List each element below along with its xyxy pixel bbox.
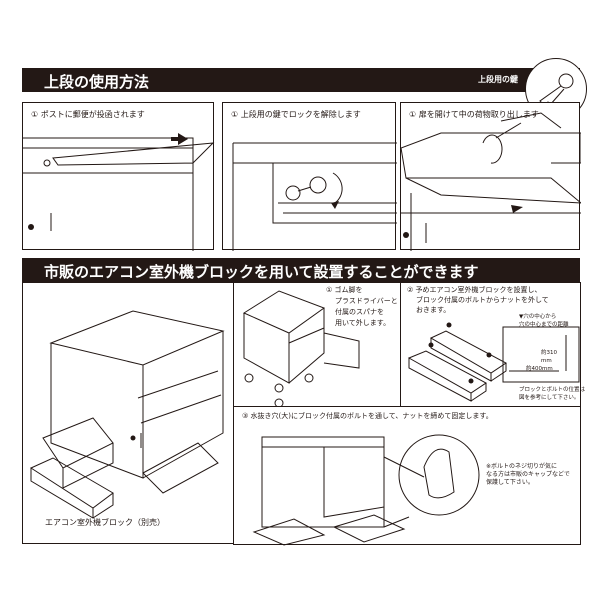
step-panel-1: ① ポストに郵便が投函されます [22, 102, 215, 251]
text-line: なる方は市販のキャップなどで [486, 471, 570, 478]
text-line: 図を参考にして下さい。 [519, 395, 580, 401]
text-line: ※ボルトのネジ切りが気に [486, 463, 558, 470]
step-text: ① 扉を開けて中の荷物取り出します [409, 110, 539, 119]
step-panel-3: ① 扉を開けて中の荷物取り出します [400, 102, 581, 251]
step3-panel: ③ 水抜き穴(大)にブロック付属のボルトを通して、ナットを締めて固定します。 ※… [233, 406, 581, 546]
step-text: ① ポストに郵便が投函されます [31, 110, 145, 119]
section-title: 市販のエアコン室外機ブロックを用いて設置することができます [44, 263, 479, 281]
step2-text: ② 予めエアコン室外機ブロックを設置し、 ブロック付属のボルトからナットを外して… [407, 285, 549, 315]
dim-height: 約310 mm [541, 350, 557, 364]
mailbox-on-blocks-illustration [29, 310, 225, 519]
step2-panel: ② 予めエアコン室外機ブロックを設置し、 ブロック付属のボルトからナットを外して… [400, 282, 585, 407]
distance-note: ▼穴の中心から 穴の中心までの距離 [519, 313, 569, 329]
step-panel-2: ① 上段用の鍵でロックを解除します [222, 102, 397, 251]
text-line: ▼穴の中心から [519, 314, 557, 320]
text-line: ① ゴム脚を [326, 286, 363, 294]
fix-bolts-illustration [252, 434, 480, 546]
text-line: ブロック付属のボルトからナットを外して [416, 296, 549, 304]
step1-text: ① ゴム脚を プラスドライバーと 付属のスパナを 用いて外します。 [326, 285, 398, 329]
step1-panel: ① ゴム脚を プラスドライバーと 付属のスパナを 用いて外します。 [233, 282, 401, 408]
key-label: 上段用の鍵 [478, 75, 518, 84]
section-header-usage: 上段の使用方法 [22, 68, 580, 92]
blocks-illustration [407, 322, 580, 402]
remove-rubber-feet-illustration [242, 290, 360, 408]
step3-text: ③ 水抜き穴(大)にブロック付属のボルトを通して、ナットを締めて固定します。 [242, 412, 493, 420]
dim-width: 約400mm [526, 366, 553, 372]
text-line: 用いて外します。 [335, 319, 391, 327]
section-title: 上段の使用方法 [44, 73, 150, 91]
installation-panel: エアコン室外機ブロック（別売） ① ゴム脚を プラスドライバーと 付属のスパナを… [22, 282, 585, 546]
text-line: ② 予めエアコン室外機ブロックを設置し、 [407, 286, 542, 294]
unlock-illustration [232, 142, 397, 251]
text-line: 保護して下さい。 [486, 479, 534, 486]
text-line: 穴の中心までの距離 [519, 322, 569, 328]
position-note: ブロックとボルトの位置は 図を参考にして下さい。 [519, 386, 585, 402]
cap-note: ※ボルトのネジ切りが気に なる方は市販のキャップなどで 保護して下さい。 [486, 463, 570, 487]
mailbox-insert-illustration [23, 133, 215, 251]
text-line: おきます。 [416, 306, 451, 314]
block-caption: エアコン室外機ブロック（別売） [45, 518, 165, 527]
step-text: ① 上段用の鍵でロックを解除します [231, 110, 361, 119]
section-header-installation: 市販のエアコン室外機ブロックを用いて設置することができます [22, 258, 580, 282]
text-line: プラスドライバーと [335, 297, 398, 305]
text-line: ブロックとボルトの位置は [519, 387, 586, 393]
open-door-illustration [401, 112, 581, 251]
text-line: 付属のスパナを [335, 308, 384, 316]
